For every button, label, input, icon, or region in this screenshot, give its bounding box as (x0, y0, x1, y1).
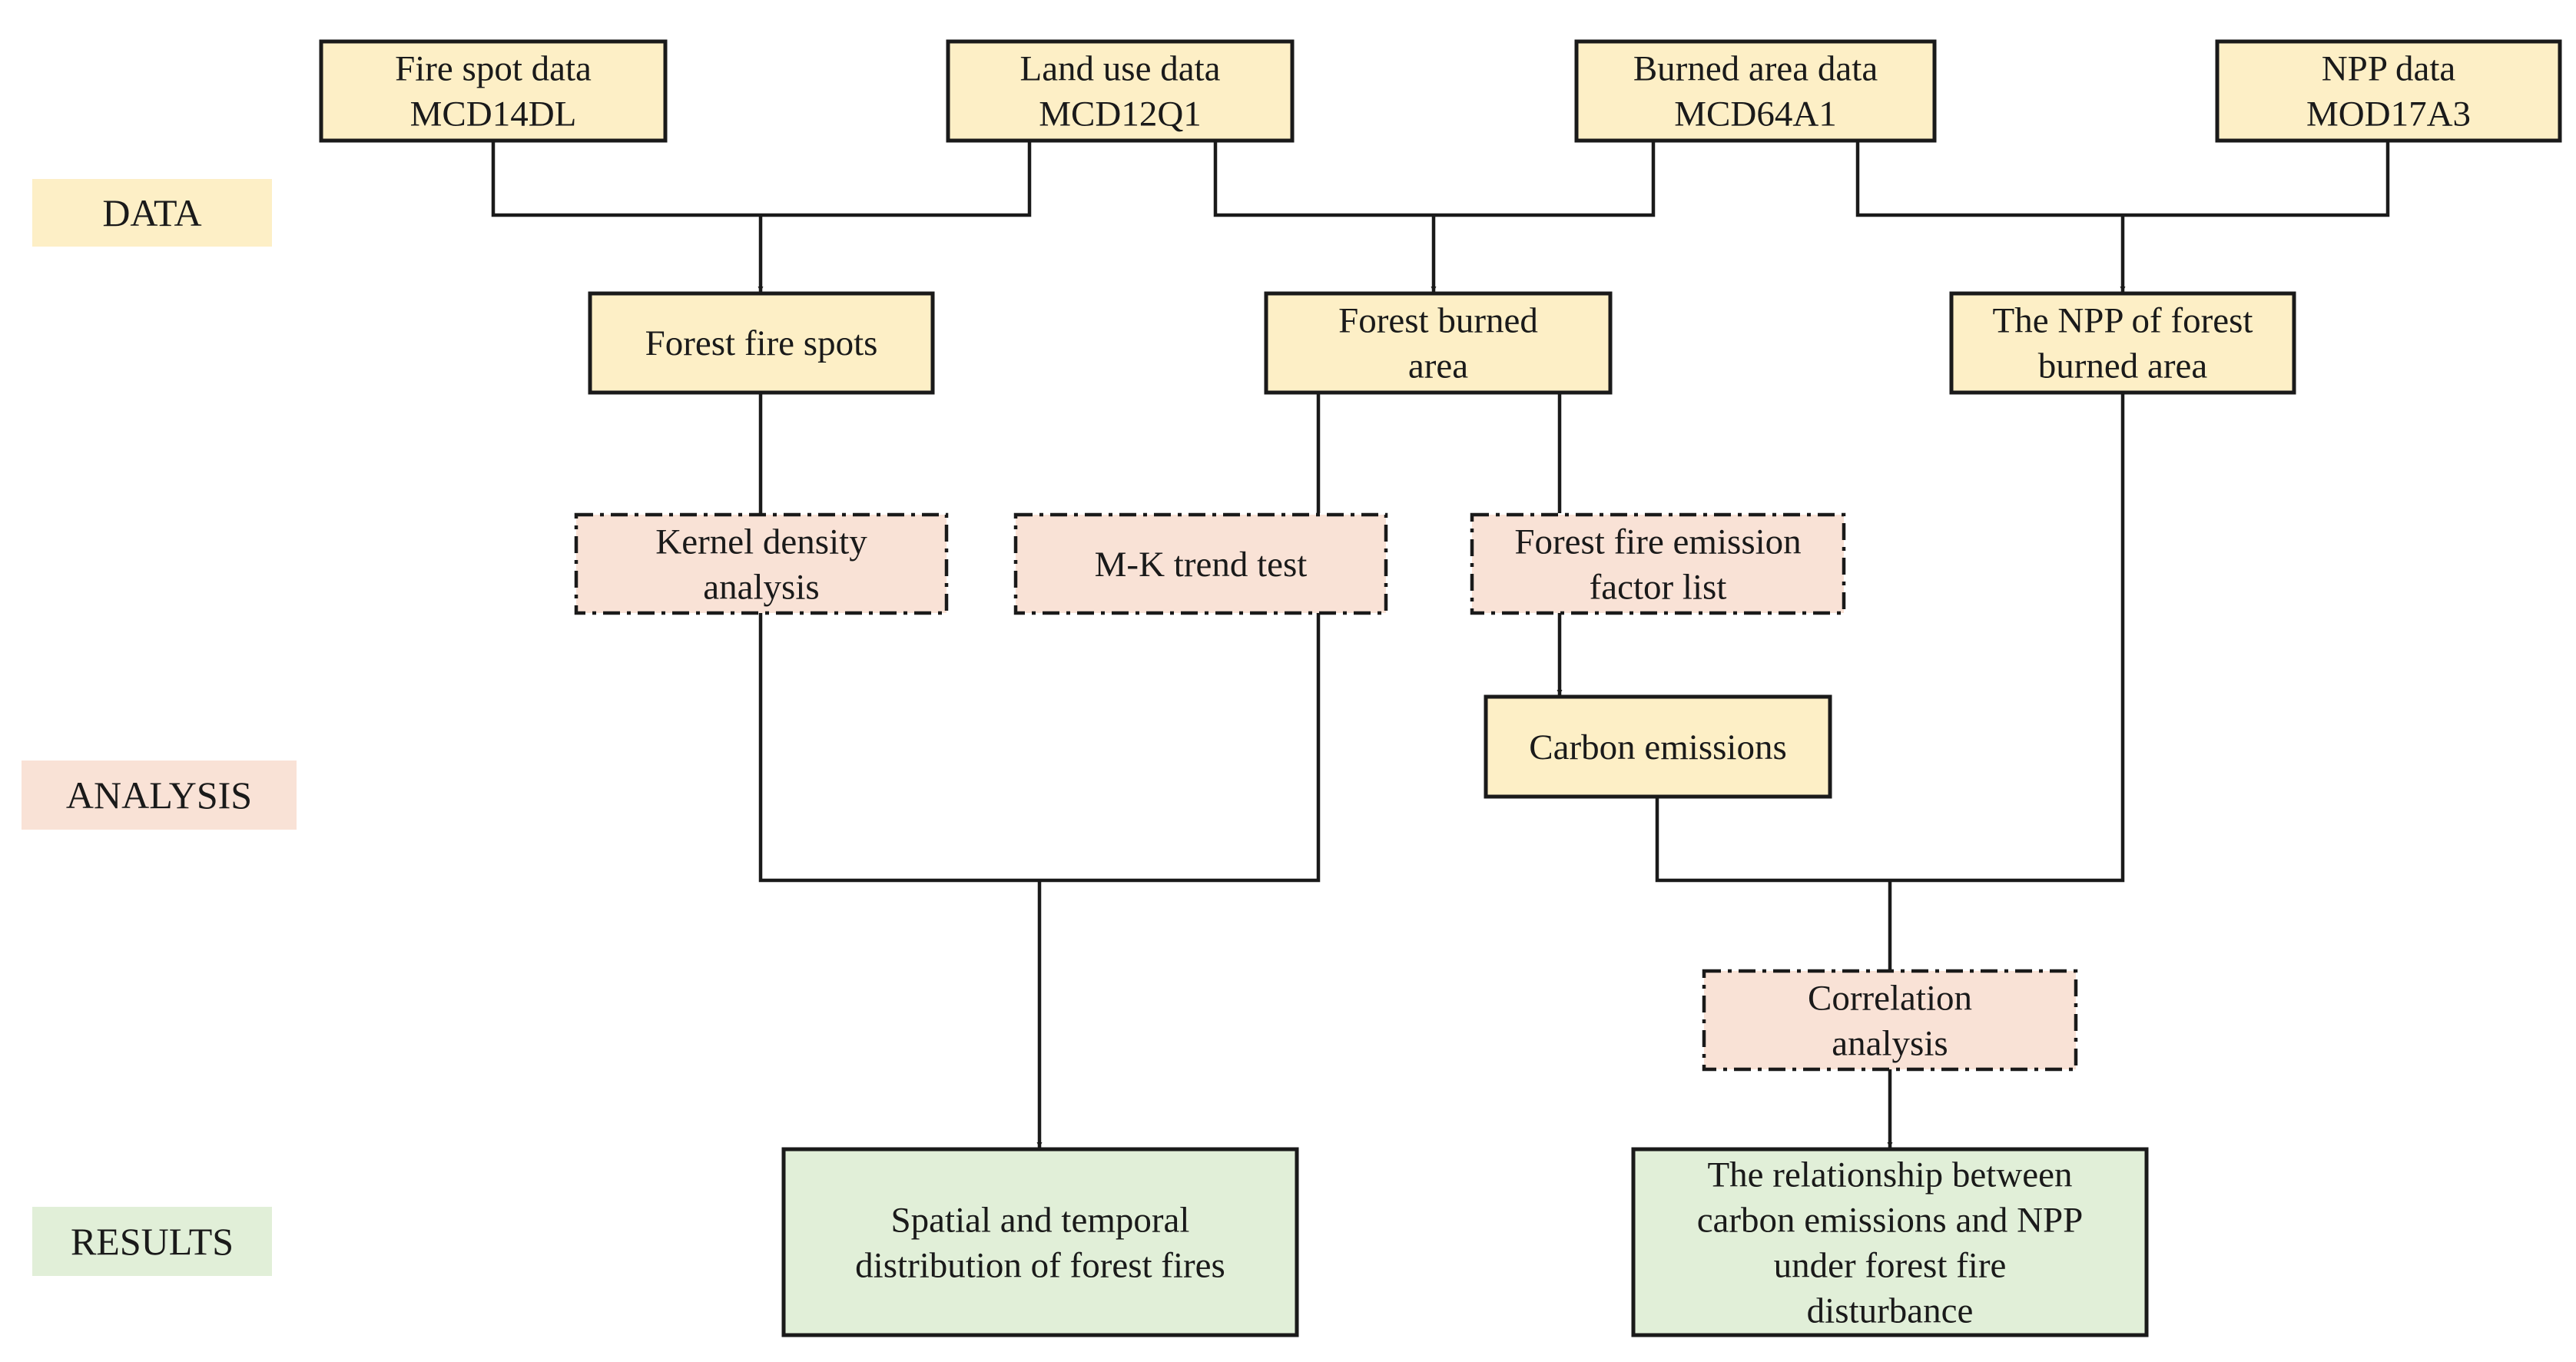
box-spatial-temporal-distribution: Spatial and temporal distribution of fore… (781, 1147, 1299, 1337)
connector-landuse-burned (1213, 141, 1656, 217)
box-land-use-data-label-line: MCD12Q1 (1039, 94, 1202, 134)
box-kernel-density-analysis-label-line: analysis (703, 568, 819, 608)
box-burned-area-data-label-line: MCD64A1 (1674, 94, 1837, 134)
box-relationship-carbon-npp-label-line: The relationship between (1707, 1155, 2072, 1195)
box-forest-burned-area-label-line: Forest burned (1338, 301, 1538, 341)
box-fire-spot-data-label-line: MCD14DL (410, 94, 577, 134)
box-npp-data-label-line: MOD17A3 (2306, 94, 2471, 134)
box-burned-area-data-label-line: Burned area data (1633, 49, 1878, 89)
box-emission-factor-list: Forest fire emission factor list (1470, 512, 1846, 615)
box-forest-fire-spots: Forest fire spots (588, 291, 935, 395)
box-correlation-analysis-label-line: analysis (1832, 1024, 1948, 1064)
box-npp-forest-burned-area-label-line: The NPP of forest (1993, 301, 2253, 341)
svg-text:M-K trend test: M-K trend test (1095, 545, 1308, 585)
box-emission-factor-list-label-line: factor list (1590, 568, 1727, 608)
box-correlation-analysis: Correlation analysis (1702, 969, 2078, 1072)
box-forest-burned-area-label-line: area (1408, 346, 1468, 386)
box-npp-forest-burned-area: The NPP of forest burned area (1949, 291, 2296, 395)
connectors (491, 141, 2390, 1148)
box-mk-trend-test-label-line: M-K trend test (1095, 545, 1308, 585)
stage-data: DATA (32, 179, 272, 247)
box-npp-forest-burned-area-label-line: burned area (2038, 346, 2208, 386)
box-forest-burned-area: Forest burned area (1264, 291, 1613, 395)
box-spatial-temporal-distribution-label-line: Spatial and temporal (891, 1201, 1190, 1241)
stage-data-label: DATA (102, 191, 201, 234)
box-forest-fire-spots-label-line: Forest fire spots (645, 323, 878, 363)
box-relationship-carbon-npp-label-line: carbon emissions and NPP (1697, 1201, 2084, 1241)
box-relationship-carbon-npp: The relationship between carbon emissions… (1631, 1147, 2149, 1337)
box-emission-factor-list-label-line: Forest fire emission (1514, 522, 1801, 562)
connector-burned-npp (1855, 141, 2390, 217)
stage-results: RESULTS (32, 1207, 272, 1276)
box-fire-spot-data-label-line: Fire spot data (395, 49, 592, 89)
connector-kernel-mk-merge (758, 613, 1321, 883)
svg-text:Carbon emissions: Carbon emissions (1529, 727, 1787, 767)
connector-carbon-npp-merge (1655, 393, 2125, 883)
stage-analysis-label: ANALYSIS (66, 774, 252, 817)
box-relationship-carbon-npp-label-line: under forest fire (1774, 1246, 2007, 1286)
box-kernel-density-analysis-label-line: Kernel density (655, 522, 867, 562)
stage-analysis: ANALYSIS (22, 761, 297, 830)
box-relationship-carbon-npp-label-line: disturbance (1807, 1291, 1974, 1331)
stage-results-label: RESULTS (71, 1220, 234, 1263)
connector-fire-landuse (491, 141, 1032, 217)
box-correlation-analysis-label-line: Correlation (1808, 979, 1972, 1019)
box-npp-data-label-line: NPP data (2322, 49, 2456, 89)
box-spatial-temporal-distribution-label-line: distribution of forest fires (855, 1246, 1225, 1286)
box-kernel-density-analysis: Kernel density analysis (574, 512, 949, 615)
box-land-use-data-label-line: Land use data (1019, 49, 1220, 89)
box-carbon-emissions: Carbon emissions (1484, 694, 1832, 799)
svg-text:Forest fire spots: Forest fire spots (645, 323, 878, 363)
box-carbon-emissions-label-line: Carbon emissions (1529, 727, 1787, 767)
box-mk-trend-test: M-K trend test (1013, 512, 1388, 615)
